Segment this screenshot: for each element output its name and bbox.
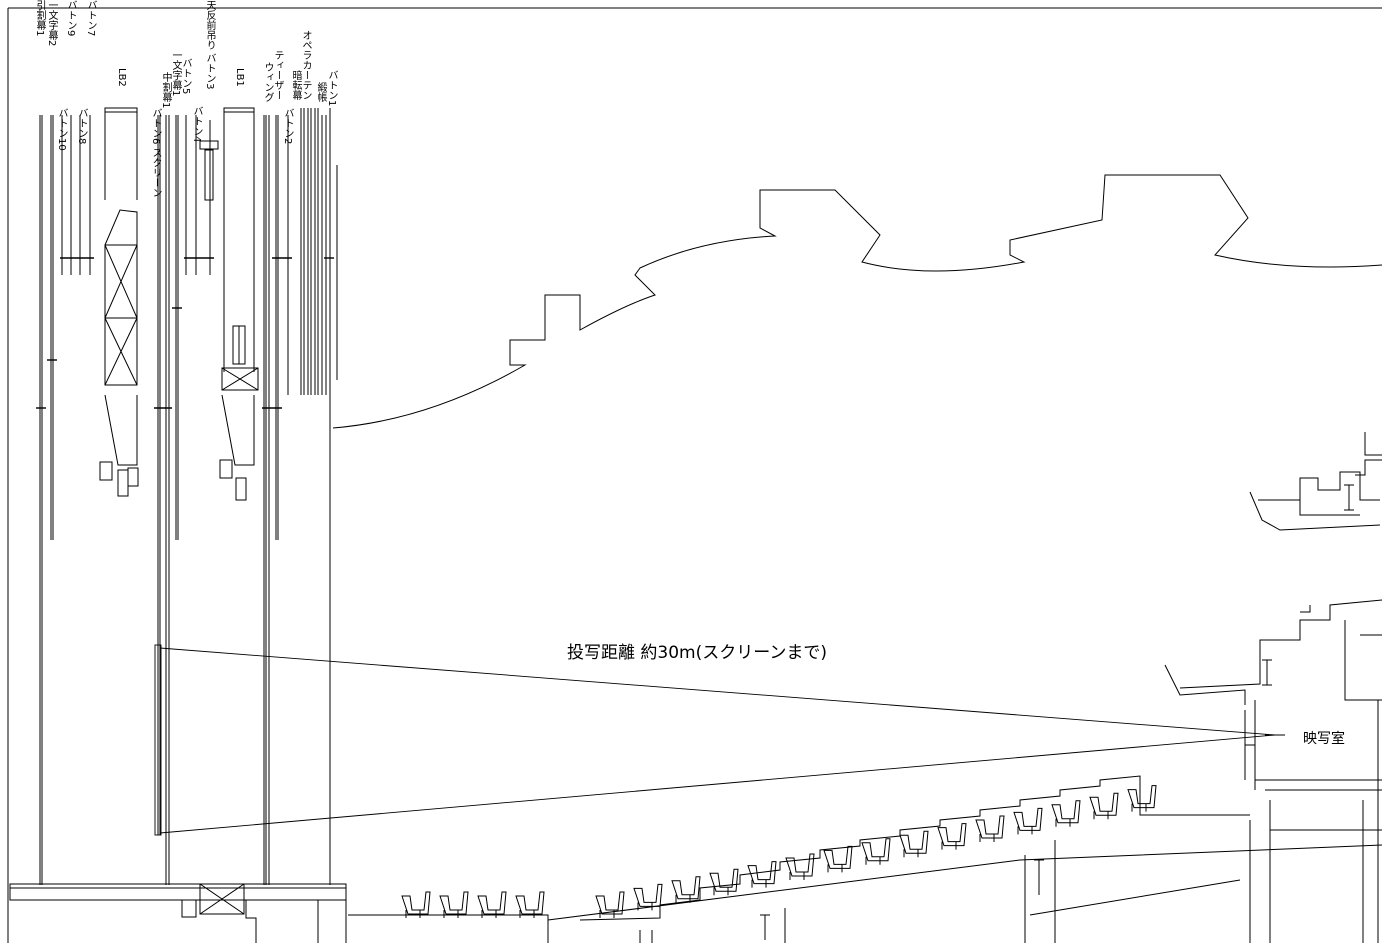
label-baton-1: バトン1 xyxy=(326,70,337,107)
auditorium-floor xyxy=(348,820,1382,943)
seat xyxy=(975,815,1005,842)
label-donchou: 緞帳 xyxy=(315,82,326,102)
seat xyxy=(439,891,469,918)
lb1-truss xyxy=(219,107,259,501)
seat xyxy=(515,891,545,918)
projection-room-structure xyxy=(1244,700,1382,943)
label-baton-9: バトン9 xyxy=(65,0,76,37)
upper-balcony xyxy=(1249,432,1382,531)
projection-cone xyxy=(154,644,1285,836)
seat xyxy=(1127,785,1157,812)
label-anten: 暗転幕 xyxy=(290,70,301,100)
seat xyxy=(633,883,663,911)
rigging-lines xyxy=(39,108,338,885)
label-wing: ウィング xyxy=(262,62,273,102)
seat xyxy=(1089,792,1119,820)
label-hikiwari-1: 引割幕1 xyxy=(34,0,45,37)
label-ichimonji-2: 一文字幕2 xyxy=(46,0,57,47)
lb2-truss xyxy=(99,107,139,497)
label-teaser: ティーザー xyxy=(272,50,283,100)
label-baton-5: バトン5 xyxy=(180,58,191,95)
seat xyxy=(709,868,739,896)
seat xyxy=(595,891,625,918)
label-baton-7: バトン7 xyxy=(85,0,96,37)
seat-rows xyxy=(401,785,1157,918)
ceiling-reflector-hoist xyxy=(199,140,219,201)
label-nakawari-1: 中割幕1 xyxy=(160,72,171,109)
label-tenhan-baton-3: 天反前吊り バトン3 xyxy=(204,0,215,90)
projection-room-label: 映写室 xyxy=(1303,731,1345,747)
seat xyxy=(937,823,967,850)
label-baton-4: バトン4 xyxy=(191,106,202,143)
seat xyxy=(671,876,701,903)
label-baton-8: バトン8 xyxy=(76,108,87,145)
label-baton-6-screen: バトン6 スクリーン xyxy=(150,108,161,198)
seat xyxy=(861,838,891,865)
projection-distance-label: 投写距離 約30m(スクリーンまで) xyxy=(567,643,828,663)
label-ichimonji-1: 一文字幕1 xyxy=(170,50,181,97)
label-lb2: LB2 xyxy=(116,68,127,87)
seat xyxy=(823,845,853,873)
label-baton-10: バトン10 xyxy=(56,108,67,151)
stage-floor xyxy=(9,883,347,943)
auditorium-ceiling xyxy=(332,174,1382,429)
seat xyxy=(401,891,431,918)
seat xyxy=(1013,807,1043,835)
seat xyxy=(747,861,777,888)
baton-markers xyxy=(36,257,334,409)
seat xyxy=(1051,800,1081,827)
seat xyxy=(477,891,507,918)
label-baton-2: バトン2 xyxy=(282,108,293,145)
seat xyxy=(899,830,929,858)
seat xyxy=(785,853,815,880)
lower-balcony xyxy=(1164,599,1382,705)
label-opera-curtain: オペラカーテン xyxy=(300,30,311,100)
label-lb1: LB1 xyxy=(234,68,245,87)
